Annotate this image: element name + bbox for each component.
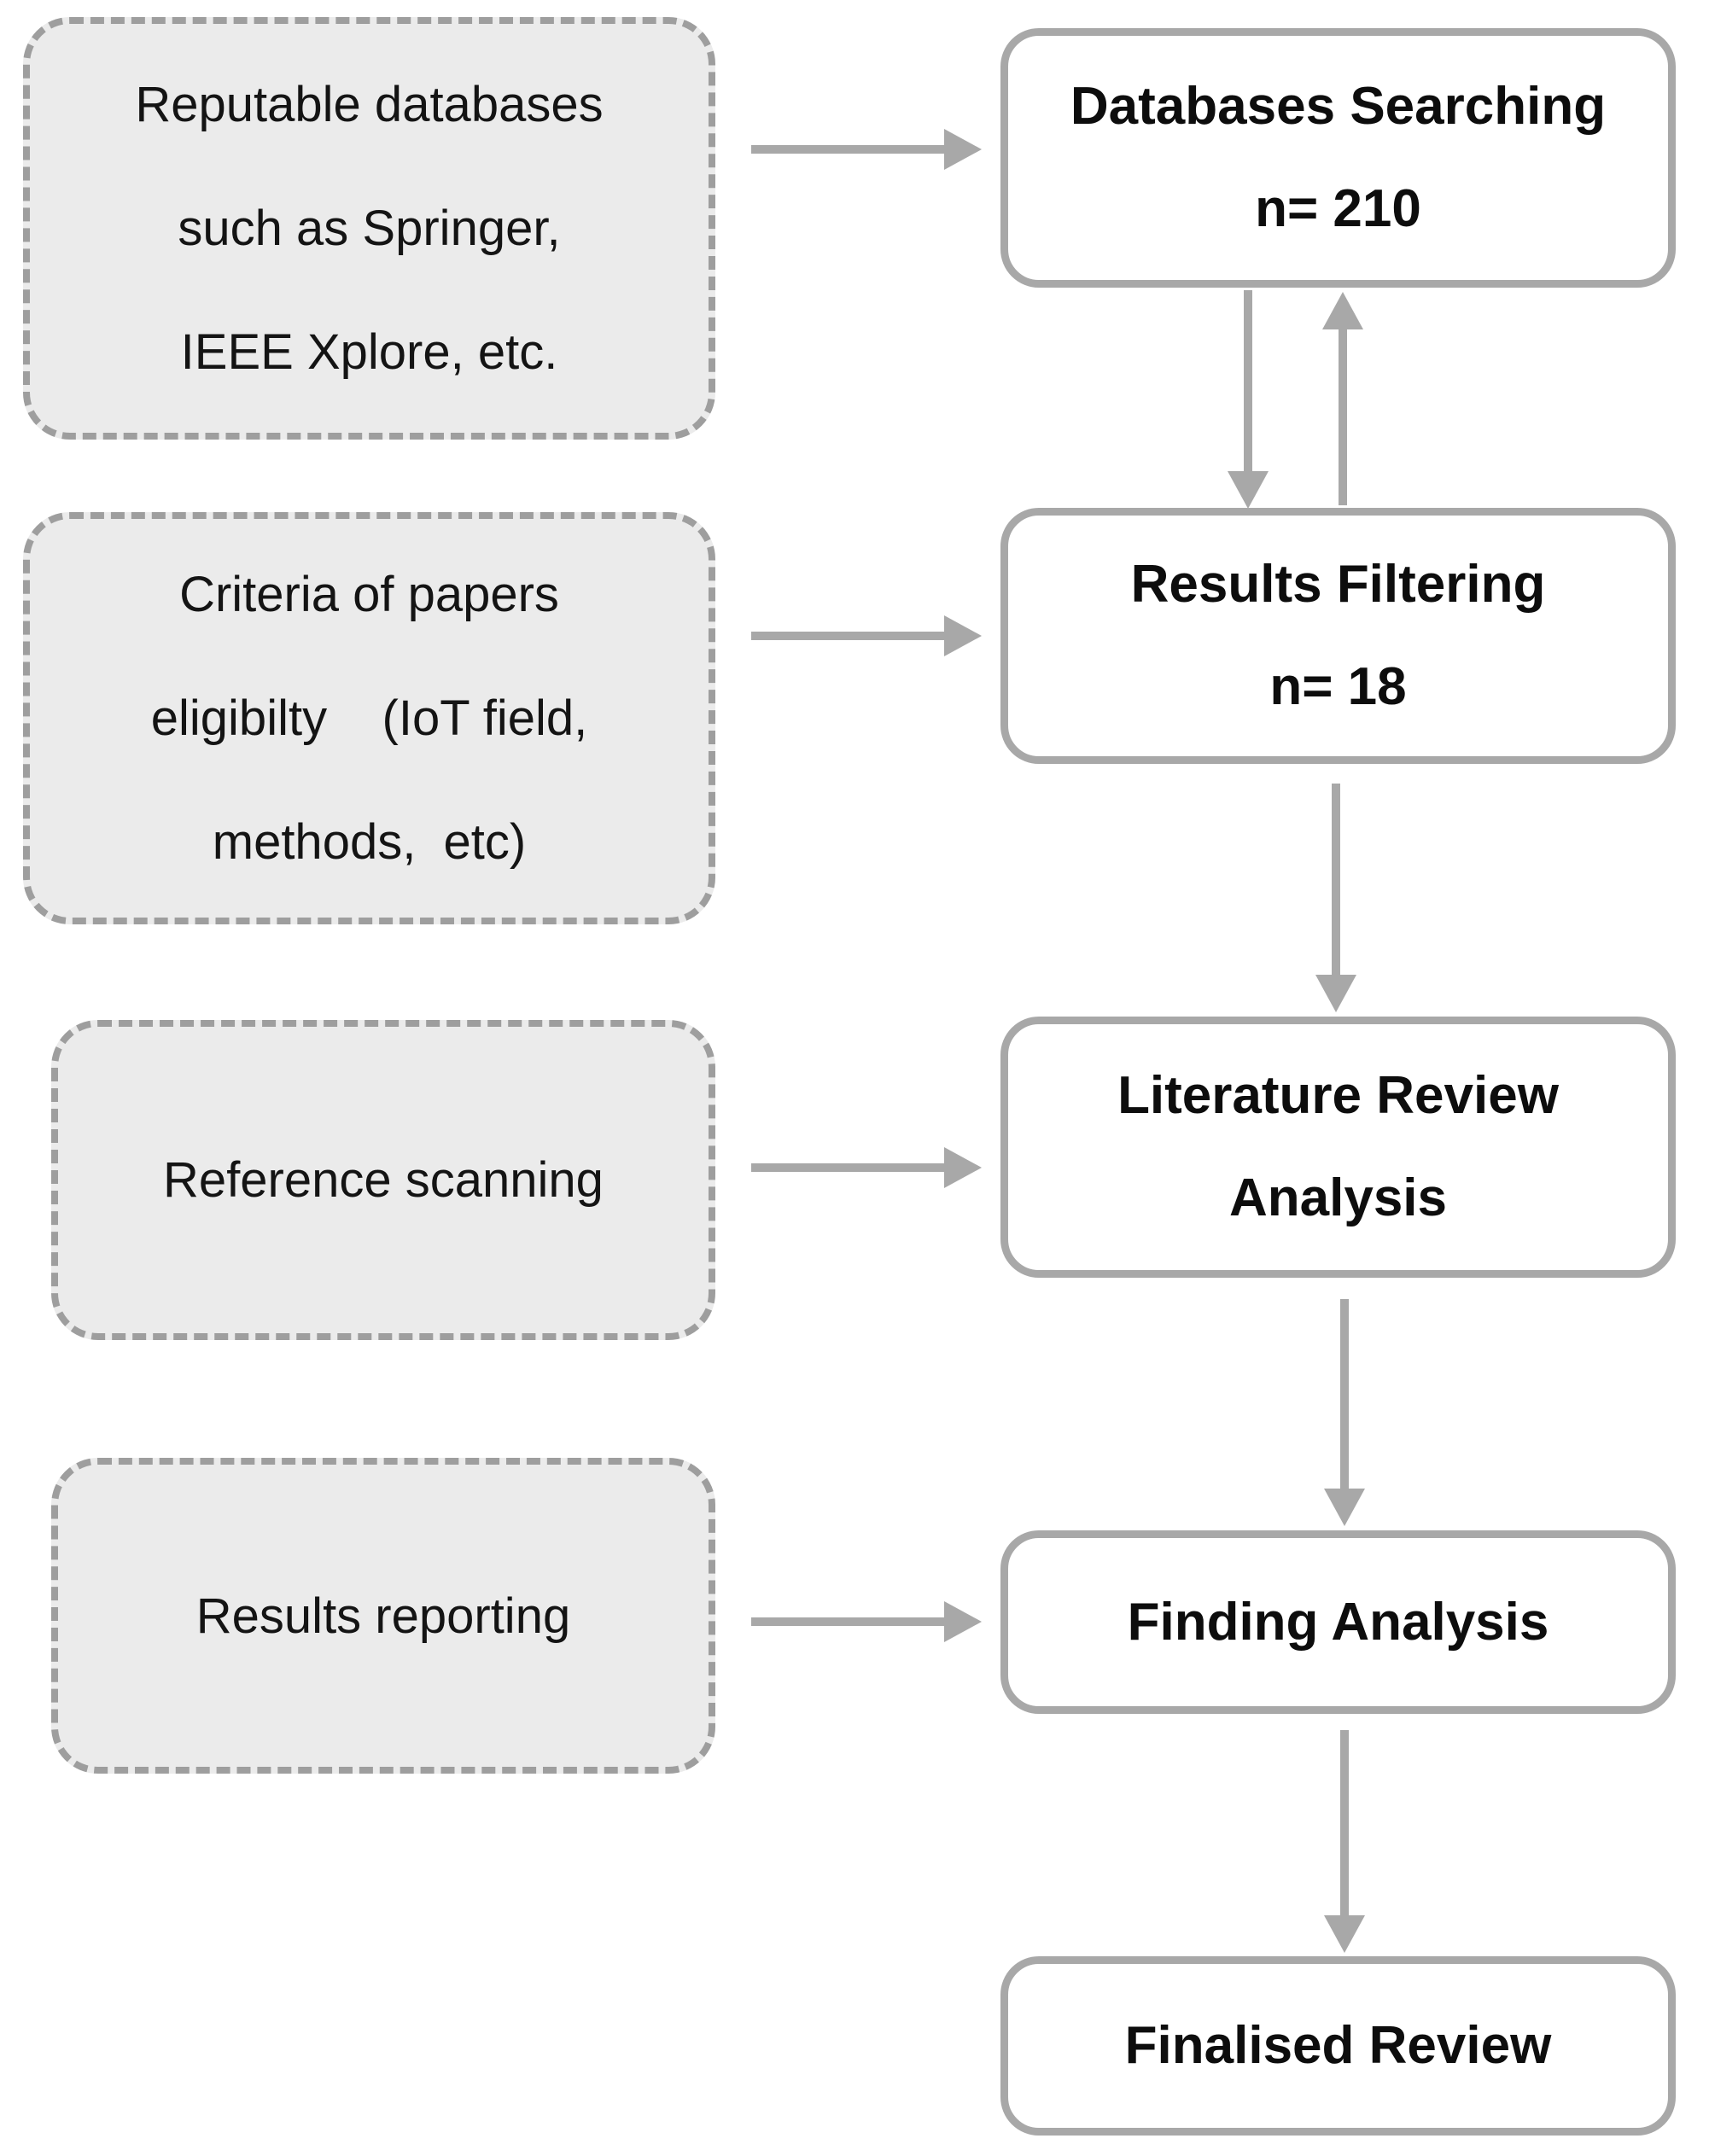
arrow-shaft bbox=[1244, 290, 1252, 471]
arrowhead-down-icon bbox=[1324, 1915, 1365, 1953]
note-reputable-databases: Reputable databases such as Springer, IE… bbox=[23, 17, 715, 440]
arrowhead-right-icon bbox=[944, 129, 982, 170]
note-text-line: methods, etc) bbox=[212, 814, 527, 870]
note-reference-scanning: Reference scanning bbox=[51, 1020, 715, 1340]
note-text-line: Results reporting bbox=[195, 1588, 571, 1644]
step-finalised-review: Finalised Review bbox=[1000, 1956, 1676, 2136]
step-finding-analysis: Finding Analysis bbox=[1000, 1530, 1676, 1714]
note-criteria-eligibility: Criteria of papers eligibilty (IoT field… bbox=[23, 512, 715, 924]
arrowhead-right-icon bbox=[944, 1147, 982, 1188]
step-databases-searching: Databases Searching n= 210 bbox=[1000, 28, 1676, 288]
step-title: Finalised Review bbox=[1124, 2016, 1552, 2075]
arrowhead-down-icon bbox=[1228, 471, 1269, 509]
note-text-line: Criteria of papers bbox=[179, 567, 559, 622]
arrowhead-down-icon bbox=[1324, 1489, 1365, 1526]
note-text-line: Reputable databases bbox=[135, 77, 604, 132]
note-results-reporting: Results reporting bbox=[51, 1458, 715, 1774]
arrow-shaft bbox=[751, 1617, 948, 1626]
note-text-line: Reference scanning bbox=[163, 1152, 604, 1208]
note-text-line: such as Springer, bbox=[178, 201, 561, 256]
arrowhead-down-icon bbox=[1315, 975, 1356, 1012]
note-text-line: eligibilty (IoT field, bbox=[150, 691, 588, 746]
step-title: Databases Searching bbox=[1070, 77, 1607, 136]
arrow-shaft bbox=[1332, 784, 1340, 975]
arrow-shaft bbox=[751, 632, 948, 640]
arrow-shaft bbox=[1340, 1299, 1349, 1489]
arrowhead-right-icon bbox=[944, 1601, 982, 1642]
arrowhead-right-icon bbox=[944, 615, 982, 656]
step-results-filtering: Results Filtering n= 18 bbox=[1000, 508, 1676, 764]
arrow-shaft bbox=[1339, 329, 1347, 505]
arrow-shaft bbox=[751, 145, 948, 154]
step-literature-review-analysis: Literature Review Analysis bbox=[1000, 1017, 1676, 1278]
step-count: n= 210 bbox=[1255, 179, 1421, 238]
step-count: n= 18 bbox=[1269, 657, 1407, 716]
step-title: Results Filtering bbox=[1130, 555, 1546, 614]
arrow-shaft bbox=[751, 1163, 948, 1172]
step-title: Analysis bbox=[1228, 1168, 1448, 1227]
step-title: Literature Review bbox=[1117, 1066, 1559, 1125]
note-text-line: IEEE Xplore, etc. bbox=[180, 324, 558, 380]
arrowhead-up-icon bbox=[1322, 292, 1363, 329]
step-title: Finding Analysis bbox=[1127, 1592, 1549, 1652]
arrow-shaft bbox=[1340, 1730, 1349, 1915]
